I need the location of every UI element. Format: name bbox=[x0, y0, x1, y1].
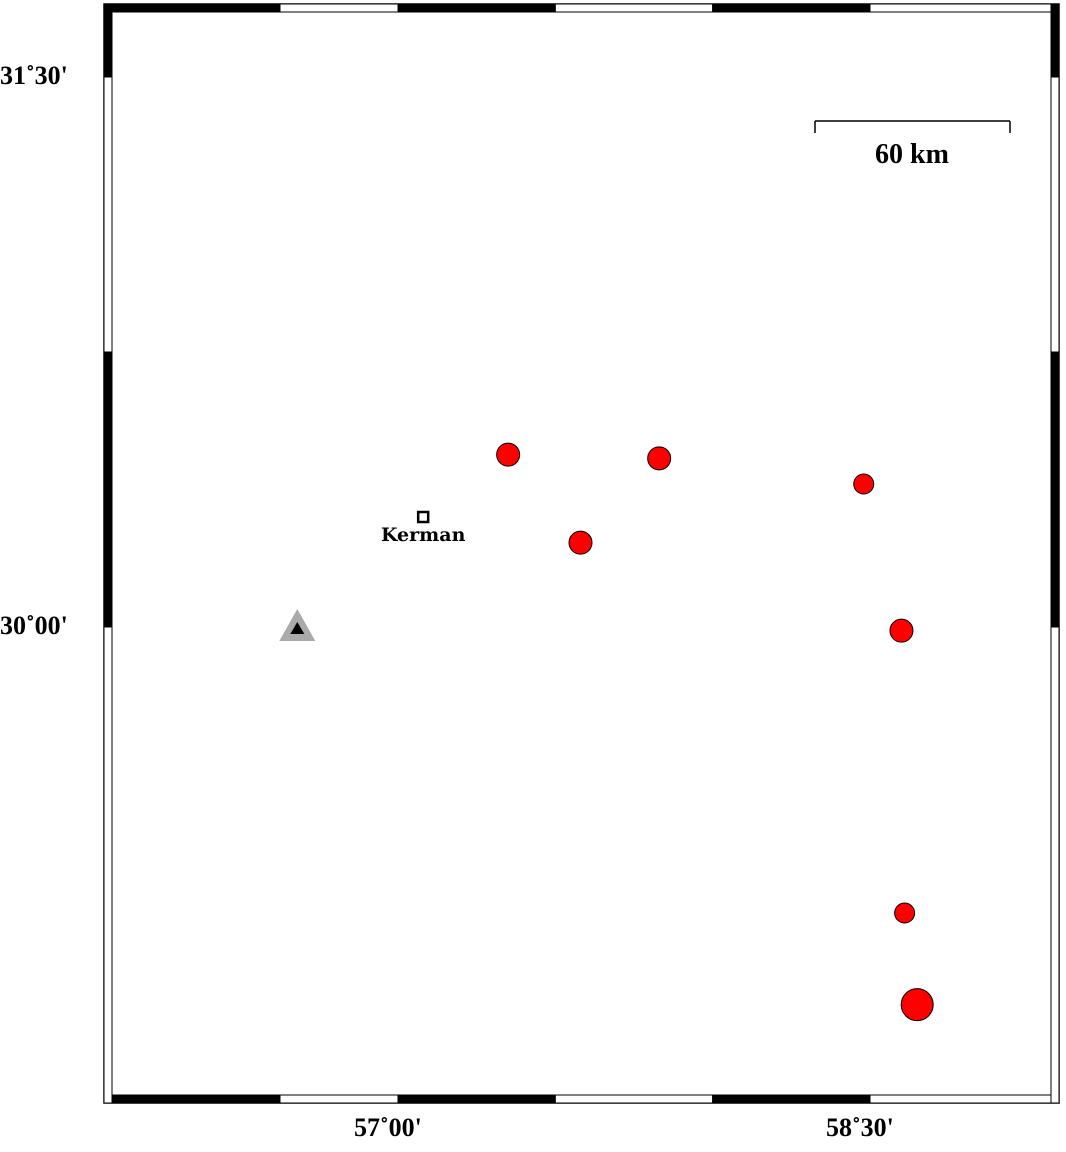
frame-segment-bottom bbox=[554, 1094, 714, 1104]
longitude-tick-label: 58˚30' bbox=[826, 1113, 894, 1142]
frame-segment-right bbox=[1050, 626, 1060, 1104]
city-marker bbox=[416, 510, 430, 524]
frame-segment-left bbox=[103, 351, 113, 628]
frame-inner-outline bbox=[111, 11, 1052, 1096]
frame-segment-bottom bbox=[279, 1094, 399, 1104]
frame-segment-left bbox=[103, 3, 113, 78]
latitude-tick-label: 31˚30' bbox=[0, 61, 68, 90]
frame-segment-left bbox=[103, 76, 113, 353]
frame-segment-top bbox=[103, 3, 281, 13]
frame-segment-top bbox=[554, 3, 714, 13]
event-marker bbox=[900, 988, 934, 1022]
event-marker bbox=[496, 442, 521, 467]
frame-segment-top bbox=[397, 3, 556, 13]
event-marker bbox=[647, 446, 672, 471]
frame-segment-bottom bbox=[103, 1094, 281, 1104]
frame-segment-bottom bbox=[712, 1094, 871, 1104]
event-marker bbox=[894, 902, 916, 924]
frame-segment-right bbox=[1050, 3, 1060, 78]
frame-segment-left bbox=[103, 626, 113, 1104]
frame-segment-bottom bbox=[869, 1094, 1060, 1104]
latitude-tick-label: 30˚00' bbox=[0, 611, 68, 640]
frame-segment-top bbox=[279, 3, 399, 13]
scale-bar-label: 60 km bbox=[875, 139, 949, 170]
event-marker bbox=[853, 473, 875, 495]
markers: Kerman bbox=[279, 442, 934, 1022]
station-marker-inner bbox=[290, 622, 305, 634]
city-label: Kerman bbox=[381, 524, 466, 546]
frame-segment-top bbox=[712, 3, 871, 13]
longitude-tick-label: 57˚00' bbox=[354, 1113, 422, 1142]
frame-segment-bottom bbox=[397, 1094, 556, 1104]
scale-bar: 60 km bbox=[814, 120, 1011, 170]
frame-segment-right bbox=[1050, 76, 1060, 353]
event-marker bbox=[889, 618, 914, 643]
frame-segment-right bbox=[1050, 351, 1060, 628]
frame-segment-top bbox=[869, 3, 1060, 13]
event-marker bbox=[568, 530, 593, 555]
